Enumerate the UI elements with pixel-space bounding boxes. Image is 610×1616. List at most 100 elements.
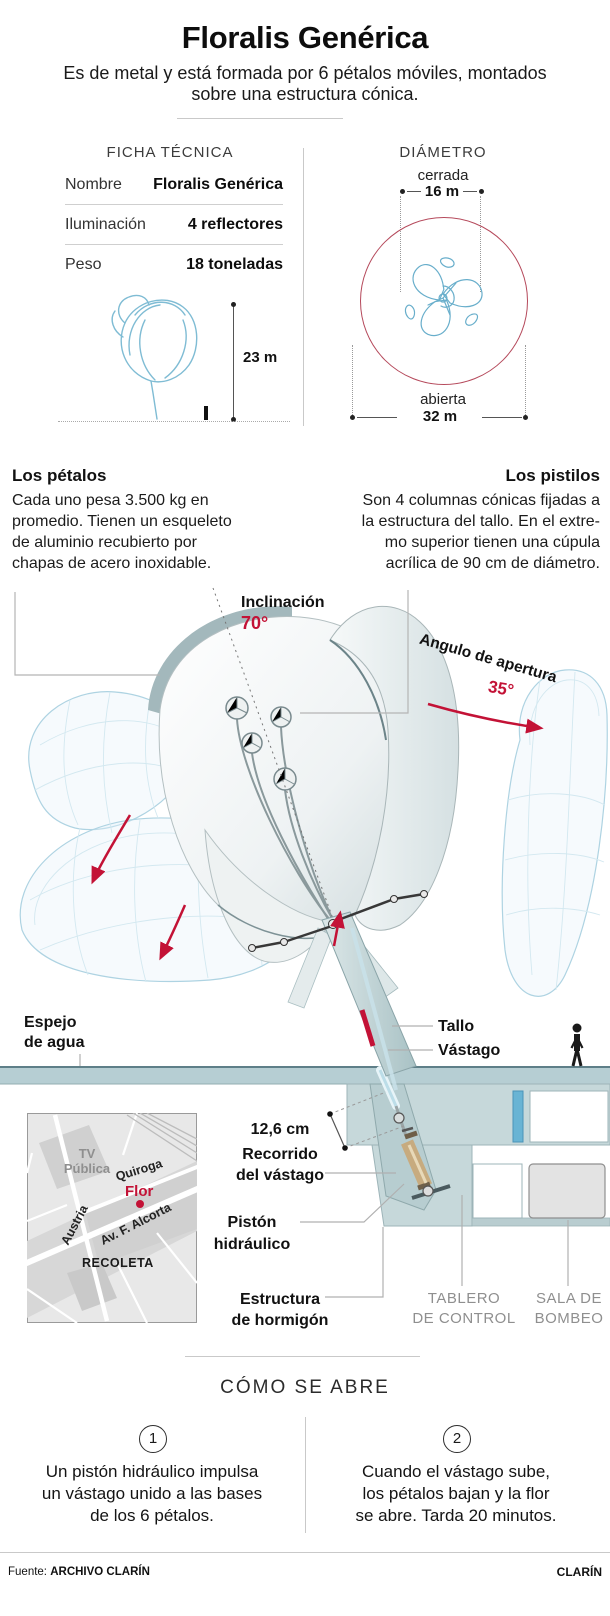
- hydraulic-piston: [376, 1066, 434, 1197]
- step-2-number: 2: [443, 1425, 471, 1453]
- underground-structure: [327, 1066, 610, 1227]
- rod-travel-label: Recorrido del vástago: [235, 1146, 325, 1184]
- location-map: TV Pública Quiroga Flor Austria Av. F. A…: [20, 1112, 204, 1324]
- dim-segment: [482, 417, 522, 418]
- pistils: [225, 696, 334, 923]
- aperture-value: 35°: [486, 676, 516, 701]
- pistils-note-heading: Los pistilos: [505, 466, 600, 485]
- map-block: [67, 1263, 117, 1311]
- concrete-leader: [325, 1227, 384, 1298]
- petals-note-leader: [14, 592, 160, 676]
- control-board-label: TABLERO DE CONTROL: [412, 1290, 516, 1327]
- tech-row-value: 18 toneladas: [186, 256, 283, 273]
- flor-location-dot: [136, 1200, 144, 1208]
- piston-leader: [300, 1183, 405, 1223]
- open-label: abierta: [420, 391, 466, 408]
- map-art: [20, 1112, 204, 1324]
- step-number-text: 2: [452, 1430, 462, 1447]
- street-quiroga: [81, 1163, 203, 1215]
- source-value: ARCHIVO CLARÍN: [50, 1566, 150, 1578]
- water-mirror-band: [0, 1066, 610, 1084]
- tech-row-label: Nombre: [65, 176, 122, 193]
- aperture-arc-arrow: [427, 702, 544, 734]
- height-dim-line: [233, 305, 234, 419]
- dim-dotted-line: [352, 345, 353, 415]
- panel-divider: [303, 148, 304, 426]
- motion-arrows: [91, 702, 544, 961]
- dim-dot: [400, 189, 405, 194]
- wireframe-petal-right: [501, 669, 608, 997]
- step-1-text: Un pistón hidráulico impulsa un vástago …: [41, 1462, 263, 1525]
- rod-label: Vástago: [438, 1042, 501, 1059]
- tech-row-value: 4 reflectores: [187, 216, 283, 233]
- dim-segment: [357, 417, 397, 418]
- footer-source: Fuente: ARCHIVO CLARÍN: [8, 1566, 150, 1578]
- closed-label: cerrada: [417, 167, 469, 184]
- sketch-stem: [150, 380, 158, 420]
- closed-value: 16 m: [424, 183, 460, 200]
- tech-sheet-heading: FICHA TÉCNICA: [106, 144, 234, 161]
- dim-dot: [231, 302, 236, 307]
- rod-up-arrow: [330, 910, 345, 947]
- control-room: [529, 1090, 609, 1143]
- section-divider: [185, 1356, 420, 1357]
- petal-right: [329, 605, 460, 931]
- inclination-label: Inclinación: [241, 594, 325, 611]
- control-panel-stripe: [512, 1090, 524, 1143]
- map-label-recoleta: RECOLETA: [82, 1256, 154, 1270]
- water-mirror-label: Espejo de agua: [24, 1014, 85, 1051]
- stem-label: Tallo: [438, 1018, 475, 1035]
- petal-down-arrow-left: [91, 814, 132, 885]
- pistils-note-leader: [300, 590, 409, 714]
- how-it-opens-heading: CÓMO SE ABRE: [220, 1377, 390, 1398]
- stem-assembly: [248, 890, 428, 1091]
- piston-label: Pistón hidráulico: [213, 1214, 291, 1253]
- concrete-floor-band: [471, 1217, 610, 1227]
- step-1-number: 1: [139, 1425, 167, 1453]
- dim-segment: [407, 191, 421, 192]
- tech-row-peso: Peso 18 toneladas: [65, 256, 283, 274]
- page-title: Floralis Genérica: [181, 20, 429, 55]
- diameter-heading: DIÁMETRO: [399, 144, 487, 161]
- ground-dotted-baseline: [58, 421, 290, 422]
- closed-flower-sketch: [111, 294, 198, 420]
- dim-segment: [463, 191, 477, 192]
- map-label-tv-publica: TV Pública: [63, 1146, 111, 1176]
- petal-front-lower: [204, 828, 331, 963]
- dim-dotted-line: [525, 345, 526, 415]
- map-streets: [20, 1112, 204, 1324]
- open-diameter-circle: [360, 217, 528, 385]
- petal-gap-shadow: [329, 639, 387, 741]
- tech-row-label: Iluminación: [65, 216, 146, 233]
- petal-down-arrow-center: [159, 904, 187, 961]
- dim-dot: [231, 417, 236, 422]
- petals-note-body: Cada uno pesa 3.500 kg en promedio. Tien…: [12, 492, 232, 572]
- pump-room-label: SALA DE BOMBEO: [534, 1290, 604, 1327]
- map-block: [39, 1125, 109, 1189]
- inclination-value: 70°: [241, 613, 269, 633]
- dim-dot: [523, 415, 528, 420]
- steps-divider: [305, 1417, 306, 1533]
- rod-travel-red-mark: [359, 1009, 376, 1047]
- pump-equipment-box: [528, 1163, 606, 1219]
- label-leaders: [79, 1025, 569, 1298]
- street-austria: [52, 1114, 110, 1322]
- source-label: Fuente:: [8, 1566, 47, 1578]
- page-subtitle: Es de metal y está formada por 6 pétalos…: [63, 63, 547, 104]
- rod-inside-stem: [350, 927, 398, 1091]
- top-view-flower-sketch: [404, 257, 483, 337]
- tech-row-divider: [65, 204, 283, 205]
- rod-travel-dimension: [327, 1091, 405, 1151]
- concrete-label: Estructura de hormigón: [231, 1291, 329, 1329]
- piston-foot-joint: [422, 1185, 434, 1197]
- petals-note-heading: Los pétalos: [12, 466, 107, 485]
- human-scale-figure: [570, 1023, 584, 1067]
- flower-section-illustration: [0, 587, 610, 1298]
- tech-row-divider: [65, 244, 283, 245]
- sketch-bulb: [120, 299, 198, 383]
- height-value: 23 m: [243, 349, 278, 366]
- inclination-axis-line: [212, 587, 341, 939]
- rod-travel-value: 12,6 cm: [250, 1121, 310, 1138]
- map-block-flor: [85, 1169, 197, 1265]
- pistils-note-body: Son 4 columnas cónicas fijadas a la estr…: [361, 492, 600, 572]
